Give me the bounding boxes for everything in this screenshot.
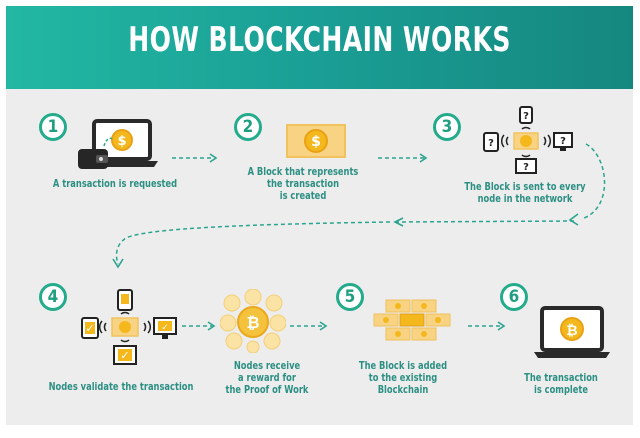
- step-3-caption-line: The Block is sent to every: [464, 181, 586, 193]
- page-title: HOW BLOCKCHAIN WORKS: [128, 20, 511, 60]
- svg-text:$: $: [311, 134, 321, 150]
- step-5-caption-line: to the existing: [368, 372, 438, 384]
- reward-caption-line: the Proof of Work: [225, 384, 309, 396]
- step-1-caption: A transaction is requested: [52, 178, 178, 190]
- unknown-mark: ?: [488, 138, 494, 149]
- flow-arrows: [112, 143, 606, 331]
- svg-text:₿: ₿: [246, 313, 259, 332]
- step-4-caption: Nodes validate the transaction: [48, 381, 194, 393]
- step-6-number: 6: [500, 283, 528, 311]
- arrowhead: [568, 213, 579, 226]
- step-2-caption-line: is created: [279, 190, 327, 202]
- step-5-number: 5: [336, 283, 364, 311]
- step-5-caption-line: Blockchain: [377, 384, 429, 396]
- check-mark: ✓: [120, 349, 129, 362]
- step-6-caption-line: The transaction: [524, 372, 598, 384]
- unknown-mark: ?: [560, 136, 566, 147]
- step-1-number: 1: [39, 113, 67, 141]
- network-validate-icon: ✓ ✓ ✓: [81, 289, 177, 365]
- block-chain-bricks-icon: [373, 299, 451, 341]
- step-4-number: 4: [39, 283, 67, 311]
- step-2-caption-line: the transaction: [267, 178, 339, 190]
- reward-caption-line: a reward for: [238, 372, 296, 384]
- banknote-coin-icon: $: [286, 124, 346, 158]
- step-3-caption-line: node in the network: [477, 193, 573, 205]
- step-2-number: 2: [234, 113, 262, 141]
- arrowhead: [419, 153, 428, 163]
- step-5-caption: The Block is added to the existing Block…: [341, 360, 464, 396]
- laptop-wallet-coin-icon: $: [78, 119, 158, 169]
- arrowhead: [319, 321, 328, 331]
- bitcoin-coins-icon: ₿: [220, 289, 286, 353]
- title-banner: HOW BLOCKCHAIN WORKS: [6, 6, 633, 89]
- step-2-caption-line: A Block that represents: [247, 166, 359, 178]
- reward-caption-line: Nodes receive: [233, 360, 301, 372]
- arrow-return-left: [115, 221, 391, 265]
- arrowhead: [393, 217, 404, 227]
- unknown-mark: ?: [523, 111, 529, 122]
- arrowhead: [497, 321, 506, 331]
- step-6-caption: The transaction is complete: [504, 372, 618, 396]
- step-3-caption: The Block is sent to every node in the n…: [446, 181, 604, 205]
- step-5-caption-line: The Block is added: [358, 360, 448, 372]
- arrow-3-curve: [583, 143, 606, 219]
- step-3-number: 3: [433, 113, 461, 141]
- arrowhead: [112, 258, 124, 269]
- step-6-caption-line: is complete: [533, 384, 589, 396]
- check-mark: ✓: [161, 323, 169, 333]
- reward-caption: Nodes receive a reward for the Proof of …: [205, 360, 328, 396]
- unknown-mark: ?: [523, 162, 529, 173]
- arrowhead: [207, 321, 216, 331]
- svg-text:$: $: [117, 134, 126, 149]
- infographic-panel: HOW BLOCKCHAIN WORKS 1 2 3 4 5 6 A trans…: [6, 6, 633, 425]
- arrowhead: [209, 153, 218, 163]
- laptop-bitcoin-icon: ₿: [534, 306, 610, 358]
- step-2-caption: A Block that represents the transaction …: [228, 166, 378, 202]
- arrow-return-right: [395, 220, 575, 223]
- network-broadcast-icon: ? ? ? ?: [483, 106, 573, 174]
- check-mark: ✓: [85, 322, 94, 335]
- svg-text:₿: ₿: [566, 323, 577, 339]
